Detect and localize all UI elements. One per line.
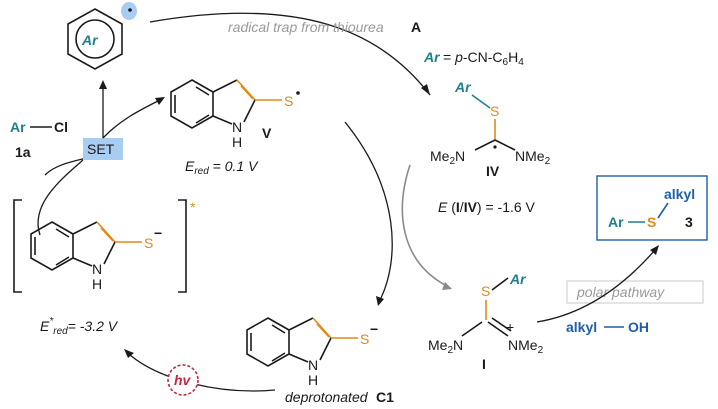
iv-to-i-arrow <box>401 164 446 286</box>
iv-label: IV <box>486 163 500 179</box>
excited-minus: − <box>154 225 162 241</box>
polar-pathway-label: polar pathway <box>576 284 665 300</box>
radical-trap-arrow <box>149 12 431 96</box>
ar-def-text: = p-CN-C6H4 <box>443 49 524 68</box>
radical-trap-compound: A <box>411 19 421 35</box>
c1-benzene-ring <box>246 317 290 367</box>
set-label: SET <box>87 141 115 157</box>
hv-circle <box>167 364 199 396</box>
ered-text: Ered = 0.1 V <box>185 158 259 177</box>
v-to-c1-arrow <box>344 121 393 301</box>
i-right-nme2: NMe2 <box>508 337 544 356</box>
iv-sulfur: S <box>490 103 499 119</box>
iv-to-i-arrowhead <box>442 282 452 290</box>
deprotonated-text: deprotonated <box>285 389 369 405</box>
radical-trap-arrowhead <box>421 84 430 95</box>
c1-sulfur: S <box>360 331 369 347</box>
alkyl-oh-oh: OH <box>628 319 649 335</box>
set-box <box>83 138 123 160</box>
aryl-label: Ar <box>81 32 99 48</box>
arcl-cl: Cl <box>54 119 68 135</box>
indolyl-thiyl-radical-v: N H S V <box>170 79 300 150</box>
v-sulfur: S <box>284 93 293 109</box>
c1-to-excited-arrow <box>129 354 276 392</box>
i-label: I <box>482 356 486 372</box>
i-to-product-arrowhead <box>650 245 659 255</box>
product-box <box>596 175 708 241</box>
radical-dot <box>128 8 132 12</box>
ar-def-ar: Ar <box>423 49 441 65</box>
compound-1a-label: 1a <box>15 144 31 160</box>
iv-right-nme2: NMe2 <box>515 148 551 167</box>
iv-radical-dot <box>493 145 497 149</box>
v-label: V <box>262 125 272 141</box>
estar-text: E*red= -3.2 V <box>40 316 119 337</box>
excited-benzene-ring <box>30 221 74 271</box>
v-to-c1-arrowhead <box>376 296 384 306</box>
v-radical-dot <box>296 91 300 95</box>
excited-to-set-arrow <box>37 159 84 236</box>
c1-label: C1 <box>376 389 394 405</box>
arcl-ar: Ar <box>10 119 26 135</box>
excited-nh-n: N <box>92 261 102 277</box>
isothiouronium-i: S Ar Me2N + NMe2 I <box>428 271 544 372</box>
product-ar: Ar <box>608 214 624 230</box>
set-to-v-arrowhead <box>155 97 165 105</box>
excited-sulfur: S <box>144 235 153 251</box>
product-3-label: 3 <box>685 214 693 230</box>
i-ar: Ar <box>509 271 527 287</box>
e-i-iv-text: E (I/IV) = -1.6 V <box>438 199 536 215</box>
i-plus: + <box>506 319 514 335</box>
set-to-v-arrow <box>102 99 161 139</box>
iv-left-nme2: Me2N <box>430 148 465 167</box>
i-to-product-arrow <box>536 249 656 323</box>
product-sulfur: S <box>647 214 656 230</box>
bracket-left <box>13 199 22 293</box>
radical-trap-text: radical trap from thiourea <box>228 19 384 35</box>
alkyl-oh-alkyl: alkyl <box>566 319 597 335</box>
product-alkyl: alkyl <box>664 186 695 202</box>
i-left-nme2: Me2N <box>428 337 463 356</box>
c1-nh-n: N <box>308 357 318 373</box>
set-up-arrowhead <box>99 80 107 89</box>
polar-pathway-box <box>566 280 704 304</box>
v-nh-n: N <box>232 119 242 135</box>
aryl-ring-circle <box>75 19 115 59</box>
aryl-chloride-1a: Ar Cl 1a <box>10 119 68 160</box>
c1-minus: − <box>370 321 378 337</box>
excited-star: * <box>190 199 196 215</box>
excited-nh-h: H <box>92 276 102 292</box>
c1-nh-h: H <box>308 372 318 388</box>
deprotonated-c1: N H S − <box>246 317 378 388</box>
c1-to-excited-arrowhead <box>124 349 134 358</box>
aryl-radical: Ar <box>67 2 137 70</box>
intermediate-iv: Ar S Me2N NMe2 IV <box>430 79 551 179</box>
v-nh-h: H <box>232 134 242 150</box>
aryl-ring <box>67 8 123 70</box>
iv-ar: Ar <box>454 79 472 95</box>
i-sulfur: S <box>481 283 490 299</box>
hv-label: hv <box>174 372 192 388</box>
bracket-right <box>178 199 187 293</box>
v-benzene-ring <box>170 79 214 129</box>
excited-state-c1: * N H S − <box>13 199 196 293</box>
